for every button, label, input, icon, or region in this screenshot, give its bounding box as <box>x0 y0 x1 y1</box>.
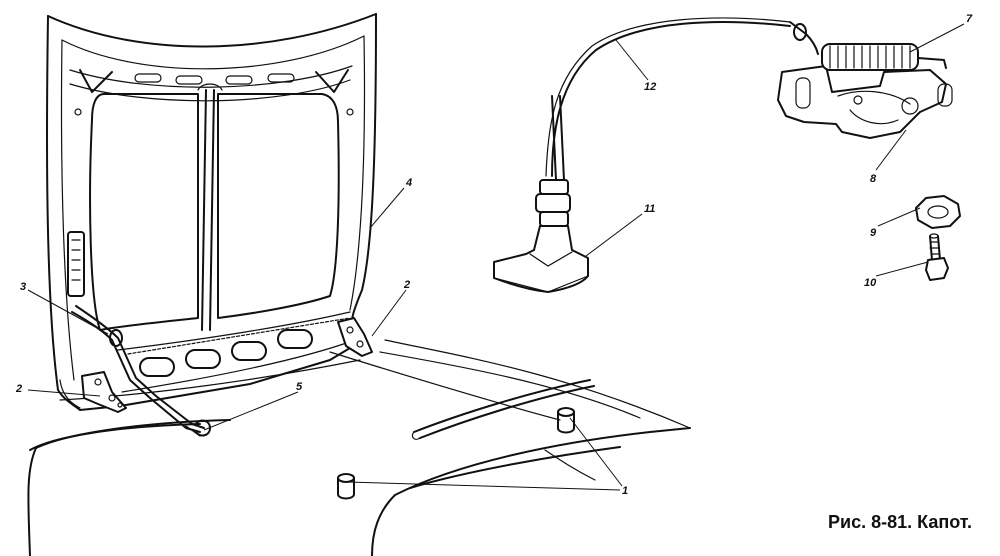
hood-panel <box>46 13 377 411</box>
buffer-left <box>337 473 355 500</box>
callout-4: 4 <box>405 177 412 189</box>
release-handle <box>493 95 589 293</box>
callout-5: 5 <box>296 381 303 393</box>
callout-7: 7 <box>966 13 973 25</box>
lock-bolt <box>925 233 949 281</box>
hinge-right <box>337 317 373 357</box>
figure-caption: Рис. 8-81. Капот. <box>828 512 972 532</box>
release-cable <box>545 17 819 177</box>
buffer-right <box>557 407 575 434</box>
hinge-left <box>81 371 127 413</box>
callout-12: 12 <box>644 81 656 93</box>
callout-11: 11 <box>644 203 655 215</box>
lock-nut <box>915 195 961 229</box>
callout-3: 3 <box>20 281 26 293</box>
hood-stay-rod <box>71 305 211 437</box>
callout-8: 8 <box>870 173 877 185</box>
callout-2b: 2 <box>403 279 410 291</box>
leader-lines <box>27 23 965 491</box>
seal-strip <box>411 379 595 440</box>
hood-lock <box>777 43 953 139</box>
callout-2a: 2 <box>15 383 22 395</box>
callout-labels: 1 2 2 3 4 5 7 8 9 10 11 12 <box>15 13 973 497</box>
callout-1a: 1 <box>622 485 628 497</box>
car-body <box>27 339 691 556</box>
callout-10: 10 <box>864 277 877 289</box>
callout-9: 9 <box>870 227 877 239</box>
